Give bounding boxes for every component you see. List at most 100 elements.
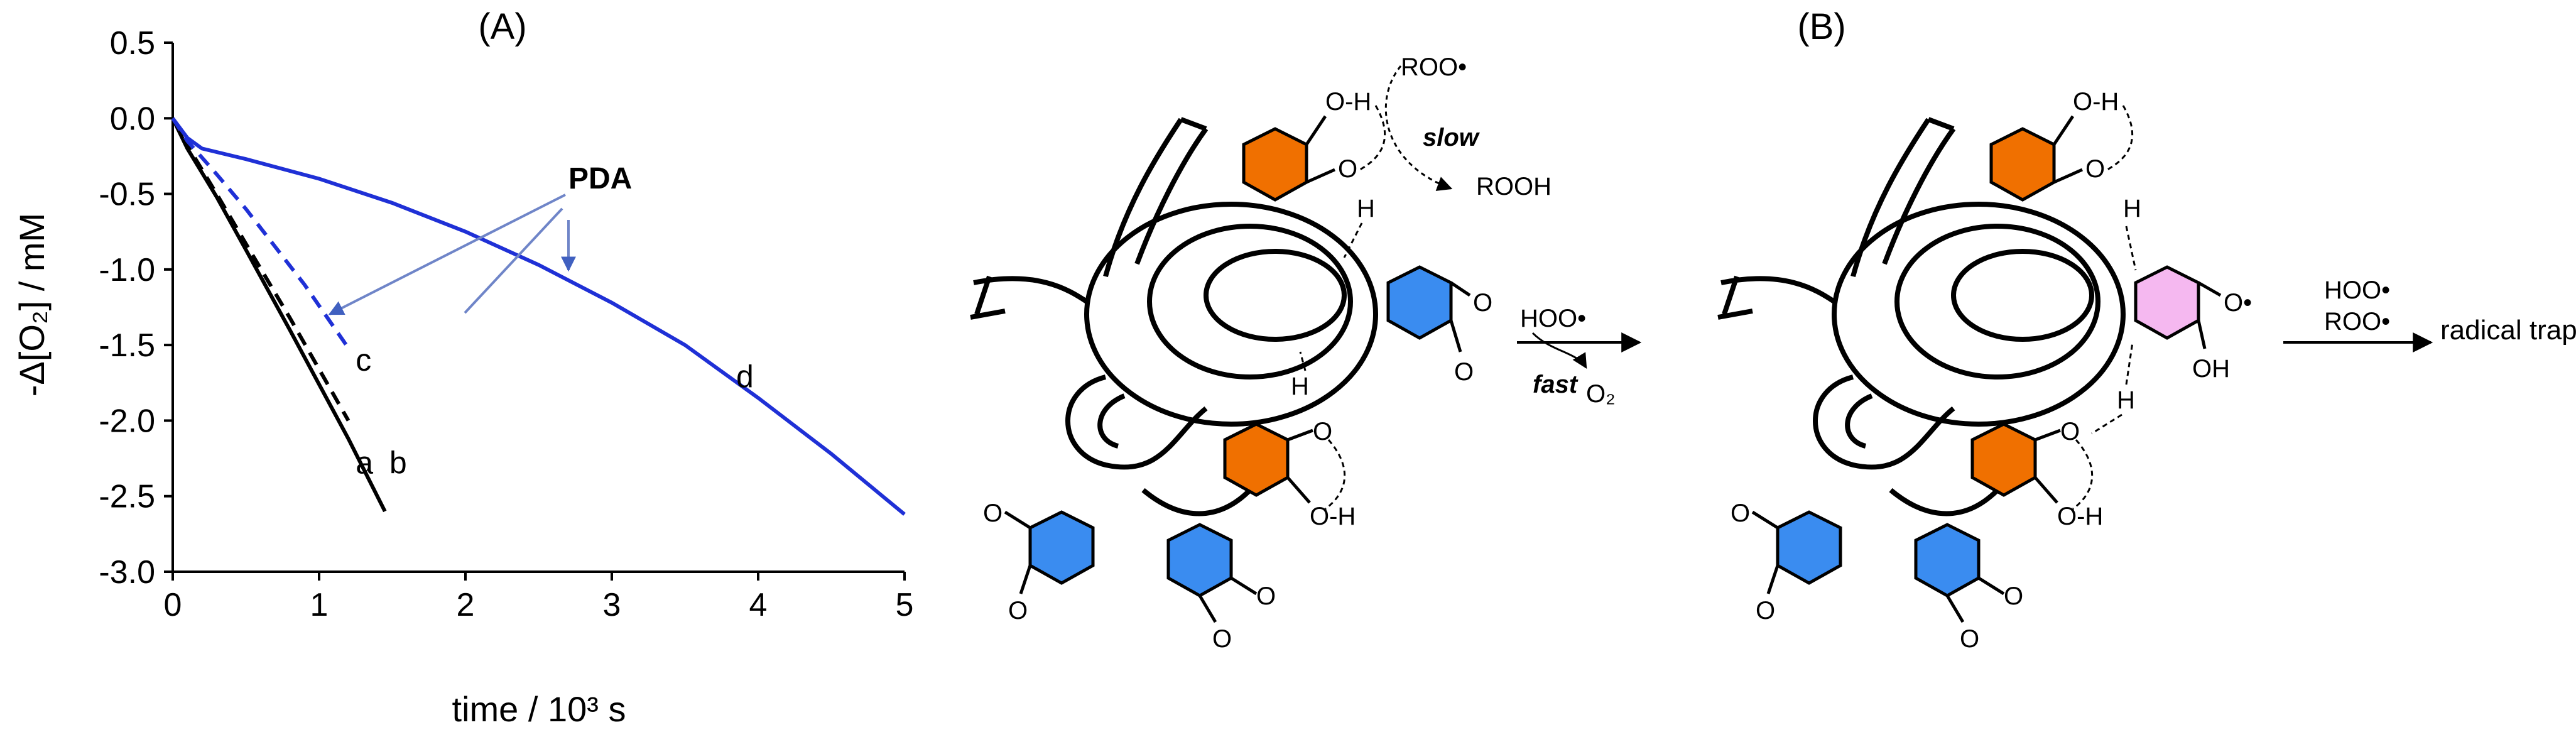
arrow1-product: O₂ xyxy=(1586,380,1616,408)
quinone-ring-bottom-right xyxy=(1166,523,1233,598)
pda-particle-left xyxy=(970,117,1378,516)
quinone-ring-bottom-left xyxy=(1028,510,1095,585)
h-label-low-right: H xyxy=(2117,386,2135,414)
polymer-bottom xyxy=(1141,488,1252,516)
bond xyxy=(1766,565,1780,594)
series-layer xyxy=(171,117,906,516)
bond xyxy=(1305,115,1327,146)
bond xyxy=(1198,594,1217,623)
oh-label-top-right: O-H xyxy=(2073,88,2119,116)
bond xyxy=(2197,281,2222,297)
quinone-o2: O xyxy=(1454,358,1474,386)
polymer-bottom-right xyxy=(1889,488,1999,516)
quinone-bl-o2: O xyxy=(1008,597,1028,625)
rooh-label: ROOH xyxy=(1476,173,1552,200)
y-tick-label: 0.5 xyxy=(110,25,155,62)
radical-o-label: O• xyxy=(2224,289,2252,317)
series-line-b xyxy=(171,117,351,422)
series-label-a: a xyxy=(356,445,373,481)
quinone-r-o1: O xyxy=(1731,500,1750,527)
pda-arrow-c-line xyxy=(464,207,563,314)
quinone-r-o2: O xyxy=(1756,597,1775,625)
series-line-c xyxy=(171,117,351,349)
series-line-d xyxy=(171,117,906,516)
catechol-ring-mid xyxy=(1223,422,1290,497)
bond xyxy=(2034,476,2058,504)
polymer-tail-right-2 xyxy=(1717,308,1753,320)
polymer-loop-mid-right xyxy=(1894,224,2100,379)
bond xyxy=(2197,320,2207,349)
bond xyxy=(2035,429,2061,442)
y-tick-label: -0.5 xyxy=(99,177,155,213)
polymer-lower-loop-inner-right xyxy=(1845,393,1873,449)
panel-label-a: (A) xyxy=(478,6,526,47)
polymer-loop-inner-right xyxy=(1951,249,2094,342)
pda-arrow-c xyxy=(328,194,566,315)
slow-arrow xyxy=(1384,65,1453,191)
polymer-lower-loop-right xyxy=(1813,374,1955,470)
o-label-top-right: O xyxy=(2085,155,2105,183)
polymer-loop-outer-right xyxy=(1832,202,2126,427)
bond xyxy=(1230,576,1258,596)
bond xyxy=(1286,476,1311,504)
x-tick-label: 1 xyxy=(310,587,329,623)
pda-annotation: PDA xyxy=(568,162,632,195)
y-tick-label: -1.0 xyxy=(99,252,155,288)
polymer-top-strand-inner-right xyxy=(1882,127,1956,265)
polymer-top-cap xyxy=(1180,117,1207,131)
polymer-top-cap-right xyxy=(1927,117,1955,131)
arrow1-reagent: HOO• xyxy=(1520,305,1586,332)
polymer-top-strand-inner xyxy=(1134,127,1209,265)
polymer-loop-inner xyxy=(1204,249,1347,342)
bond xyxy=(1019,565,1032,594)
quinone-br-o1: O xyxy=(1256,582,1276,610)
catechol-ring-top xyxy=(1242,127,1308,202)
quinone-br-o2: O xyxy=(1212,625,1232,653)
y-ticks: 0.50.0-0.5-1.0-1.5-2.0-2.5-3.0 xyxy=(99,25,173,591)
hbond-top xyxy=(1359,105,1386,171)
fast-label: fast xyxy=(1533,371,1579,398)
polymer-tail-left xyxy=(973,276,1089,304)
x-tick-label: 2 xyxy=(457,587,475,623)
polymer-lower-loop xyxy=(1065,374,1208,470)
y-tick-label: -2.0 xyxy=(99,403,155,439)
bond xyxy=(2053,168,2084,184)
hbond-top2 xyxy=(1343,222,1363,258)
quinone-ring-right xyxy=(1386,265,1453,340)
hbond-top-right xyxy=(2107,105,2134,171)
bond xyxy=(1450,281,1471,297)
series-label-d: d xyxy=(736,359,754,395)
x-tick-label: 0 xyxy=(164,587,182,623)
hbond-bottom xyxy=(1325,439,1346,510)
quinone-bl-o1: O xyxy=(983,500,1003,527)
bond xyxy=(1449,320,1462,352)
series-label-c: c xyxy=(356,342,371,378)
hbond-right-2 xyxy=(2125,342,2134,385)
bond xyxy=(2052,115,2075,146)
catechol-ring-mid-right xyxy=(1970,422,2037,497)
h-label-top-left: H xyxy=(1357,195,1375,222)
series-label-b: b xyxy=(389,445,407,481)
quinone-r2-o1: O xyxy=(2004,582,2023,610)
slow-label: slow xyxy=(1423,124,1481,151)
bond xyxy=(1004,510,1031,530)
x-axis-label: time / 10³ s xyxy=(452,689,626,729)
y-axis-label: -Δ[O₂] / mM xyxy=(12,213,52,396)
y-tick-label: -2.5 xyxy=(99,479,155,515)
panel-label-b: (B) xyxy=(1797,6,1845,47)
bond xyxy=(1977,576,2005,596)
h-label-mid: H xyxy=(1291,373,1309,400)
quinone-r2-o2: O xyxy=(1960,625,1979,653)
y-tick-label: -1.5 xyxy=(99,327,155,364)
polymer-loop-mid xyxy=(1147,224,1353,379)
oh-label-bottom-right: O-H xyxy=(2057,503,2103,530)
polymer-tail-cap xyxy=(974,275,992,315)
polymer-tail-cap-right xyxy=(1722,275,1739,315)
quinone-o1: O xyxy=(1473,289,1492,317)
arrow2-reagent-hoo: HOO• xyxy=(2324,276,2390,304)
hbond-right-1 xyxy=(2125,226,2137,271)
